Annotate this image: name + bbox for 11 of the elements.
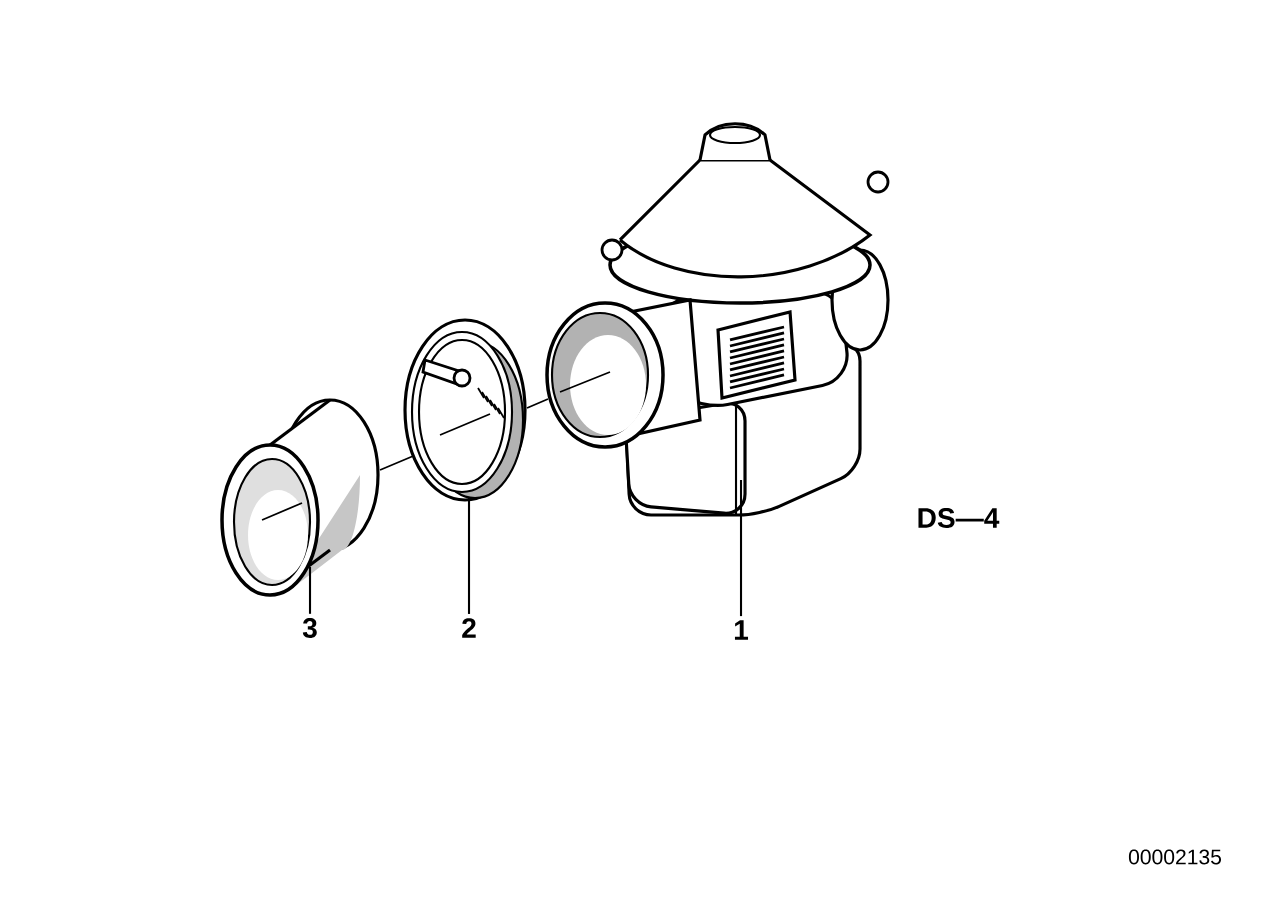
drawing-code: DS—4	[918, 508, 1000, 528]
callout-number: 1	[734, 620, 748, 640]
callout-number: 3	[302, 618, 317, 638]
callout-number: 2	[462, 618, 476, 638]
sleeve-drawing	[220, 398, 380, 597]
leader-line	[467, 497, 471, 614]
leader-line	[308, 567, 312, 614]
leader-line	[739, 480, 743, 617]
carburetor-drawing	[545, 122, 890, 517]
hose-clamp-drawing	[403, 318, 527, 502]
part-number: 00002135	[1128, 849, 1222, 865]
